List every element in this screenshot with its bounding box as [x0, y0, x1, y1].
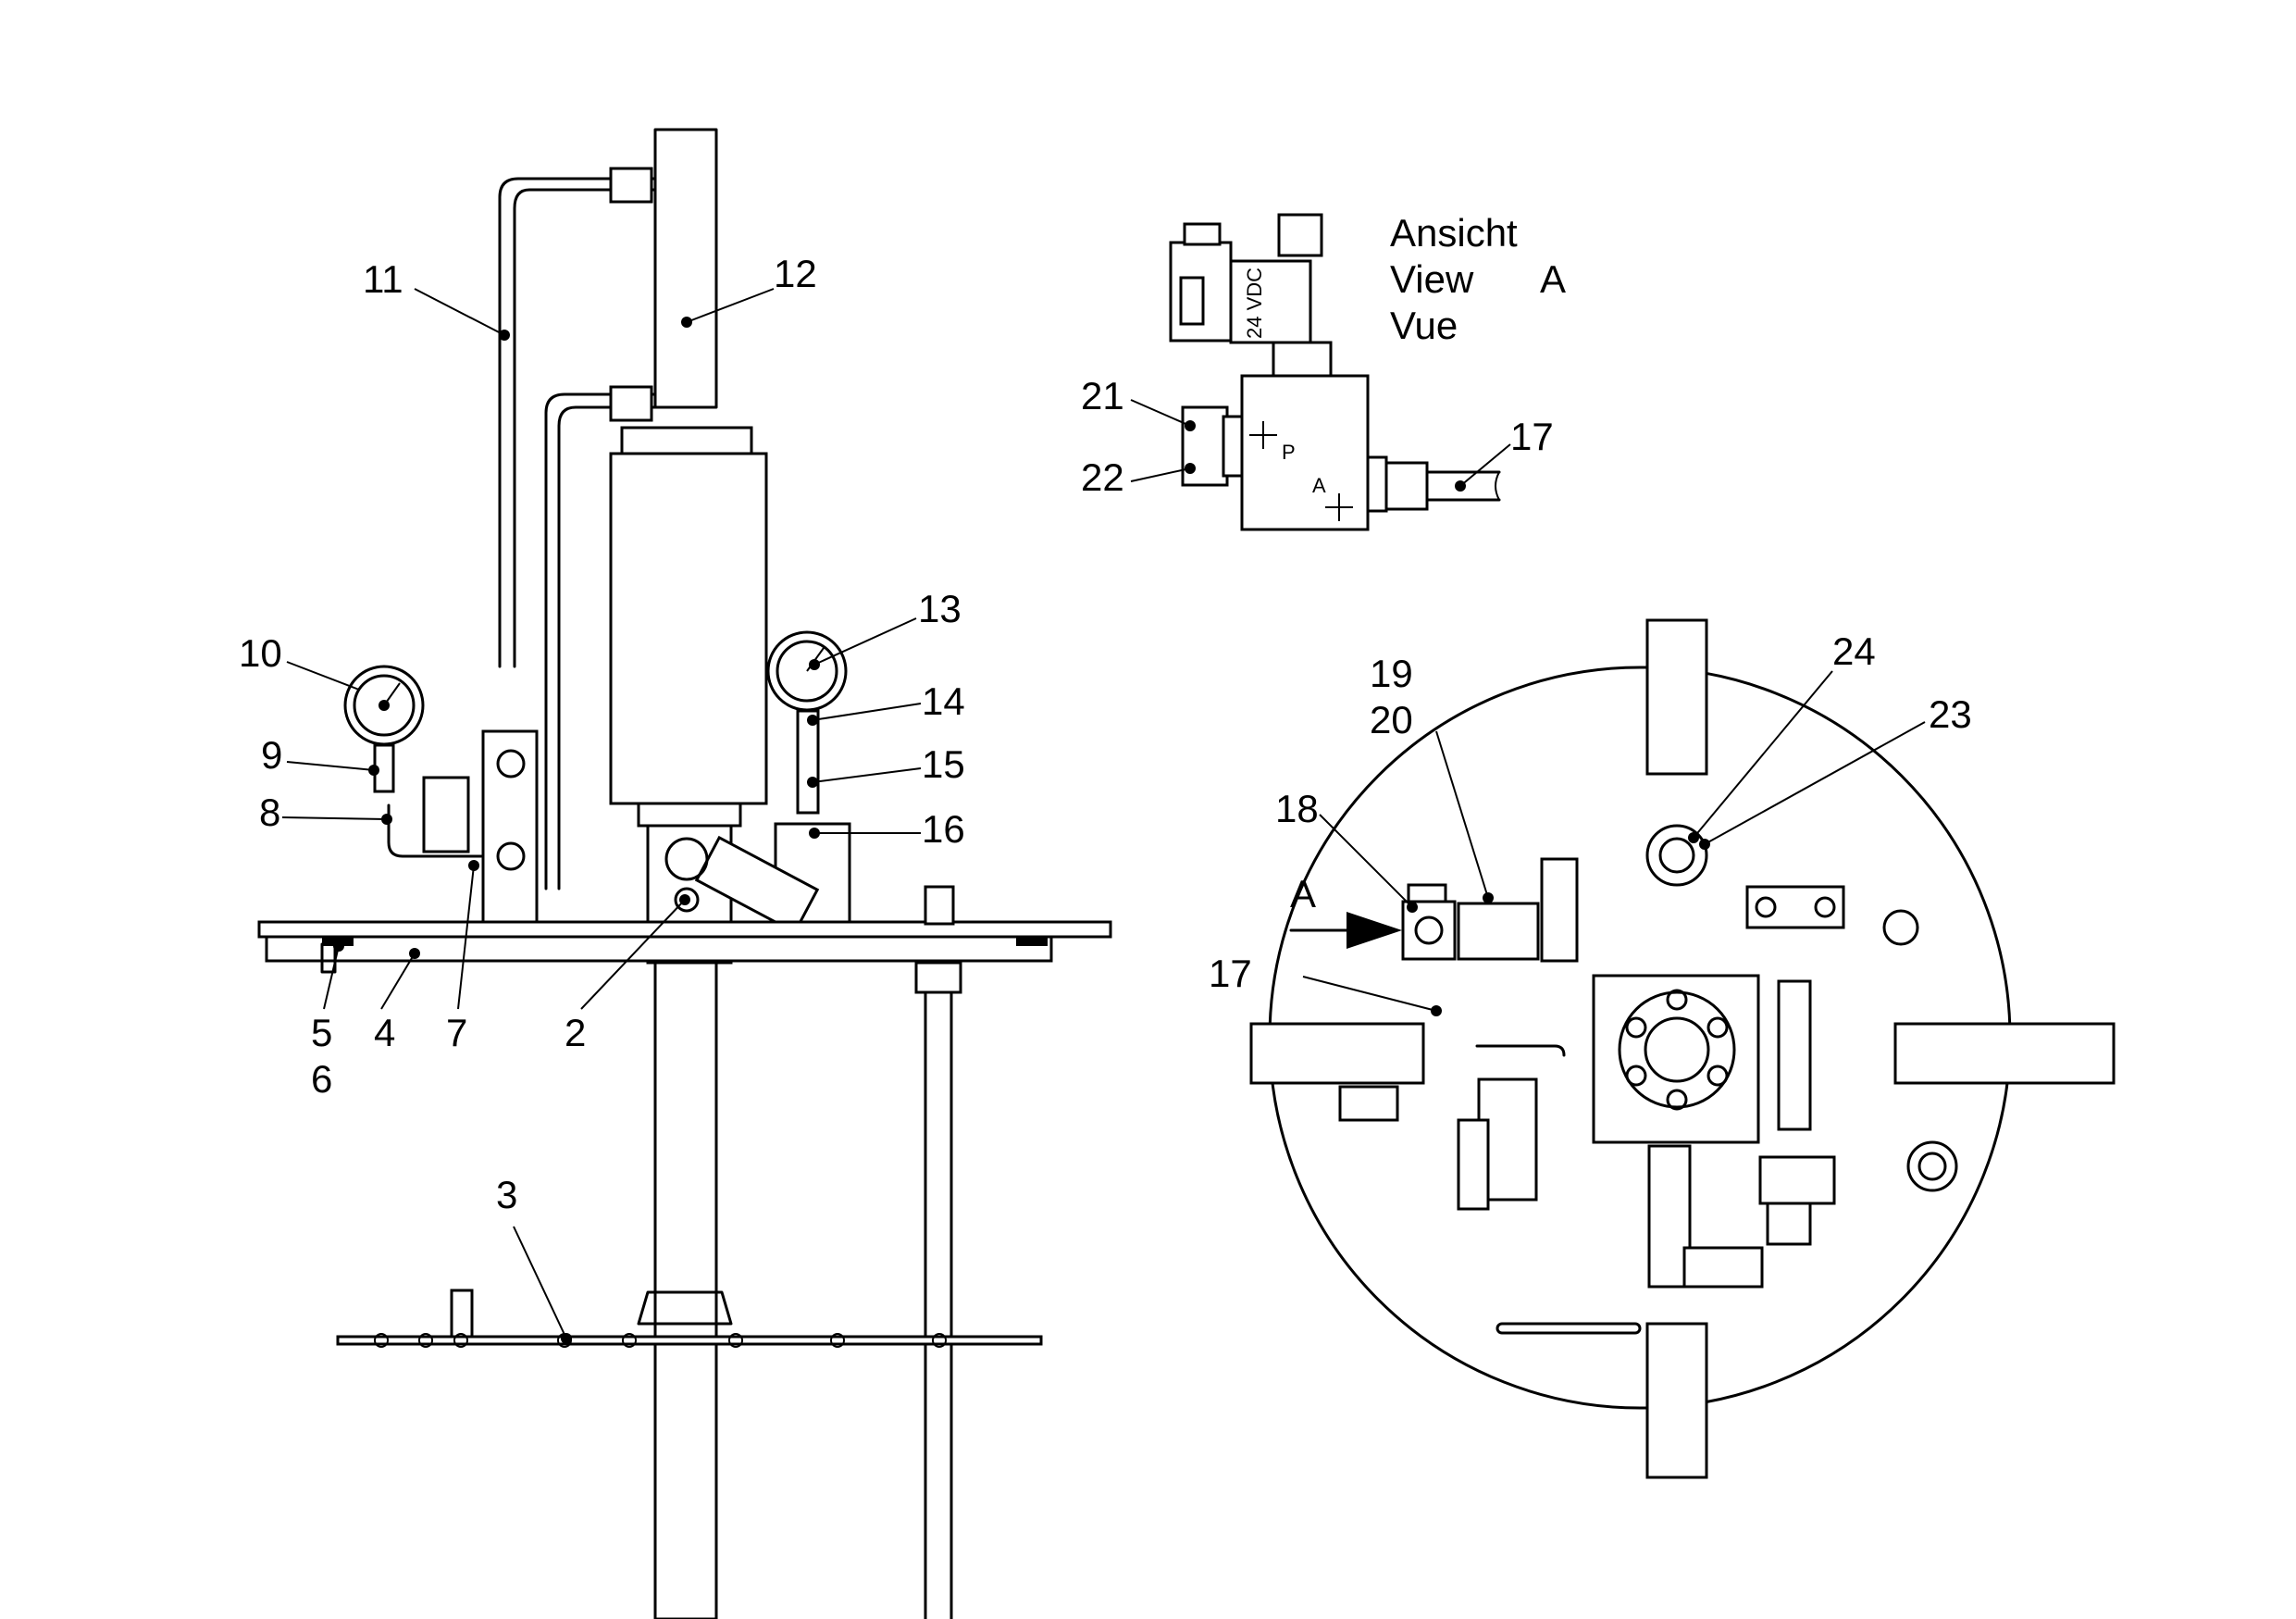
callout-4: 4 [374, 1011, 395, 1054]
callout-7: 7 [446, 1011, 467, 1054]
view-marker-a: A [1290, 872, 1316, 915]
top-view-assembly: A [1249, 618, 2116, 1479]
callout-22: 22 [1081, 455, 1124, 499]
callout-17-top: 17 [1209, 952, 1252, 995]
view-caption-en: View [1390, 257, 1474, 301]
valve-body [1240, 374, 1370, 531]
valve-18 [1457, 902, 1540, 961]
port-label-a: A [1312, 474, 1326, 497]
view-caption-letter: A [1540, 257, 1566, 301]
fitting-stack [796, 709, 820, 815]
solenoid-unit [422, 776, 470, 853]
callout-24: 24 [1832, 629, 1876, 673]
front-callout-numbers: 11 12 10 13 9 8 14 15 16 5 6 4 7 2 3 [239, 252, 965, 1216]
hose-11 [498, 177, 657, 668]
callout-11: 11 [363, 257, 403, 301]
callout-17-view-a: 17 [1510, 415, 1554, 458]
front-leader-lines [281, 288, 922, 1344]
view-a-arrow [1347, 912, 1402, 949]
top-leader-lines: 18 19 20 17 24 23 [1209, 629, 1972, 1016]
callout-16: 16 [922, 807, 965, 851]
motor-cooling-grid [609, 452, 768, 805]
valve-voltage-label: 24 VDC [1243, 268, 1266, 339]
valve-coil [1229, 259, 1312, 344]
motor-top-flange [620, 426, 753, 455]
view-a-detail: 24 VDC P A 21 22 17 Ansicht View A Vue [1081, 211, 1566, 531]
callout-5: 5 [311, 1011, 332, 1054]
callout-18: 18 [1275, 787, 1319, 830]
valve-block [481, 729, 539, 937]
callout-23: 23 [1929, 692, 1972, 736]
callout-21: 21 [1081, 374, 1124, 417]
callout-14: 14 [922, 679, 965, 723]
follower-plate-3 [336, 1335, 1043, 1346]
port-label-p: P [1282, 441, 1296, 464]
part-23 [1645, 824, 1708, 887]
callout-2: 2 [565, 1011, 586, 1054]
callout-13: 13 [918, 587, 962, 630]
callout-9: 9 [261, 733, 282, 777]
callout-19: 19 [1370, 652, 1413, 695]
view-caption-fr: Vue [1390, 304, 1458, 347]
pump-tube-upper [653, 128, 718, 409]
callout-12: 12 [774, 252, 817, 295]
callout-6: 6 [311, 1057, 332, 1101]
outlet-fitting [1384, 461, 1429, 511]
callout-15: 15 [922, 742, 965, 786]
callout-3: 3 [496, 1173, 517, 1216]
follower-plate-bolts [374, 1333, 947, 1348]
callout-10: 10 [239, 631, 282, 675]
callout-8: 8 [259, 791, 280, 834]
view-caption-de: Ansicht [1390, 211, 1518, 255]
callout-20: 20 [1370, 698, 1413, 741]
front-view-assembly [257, 128, 1112, 1619]
